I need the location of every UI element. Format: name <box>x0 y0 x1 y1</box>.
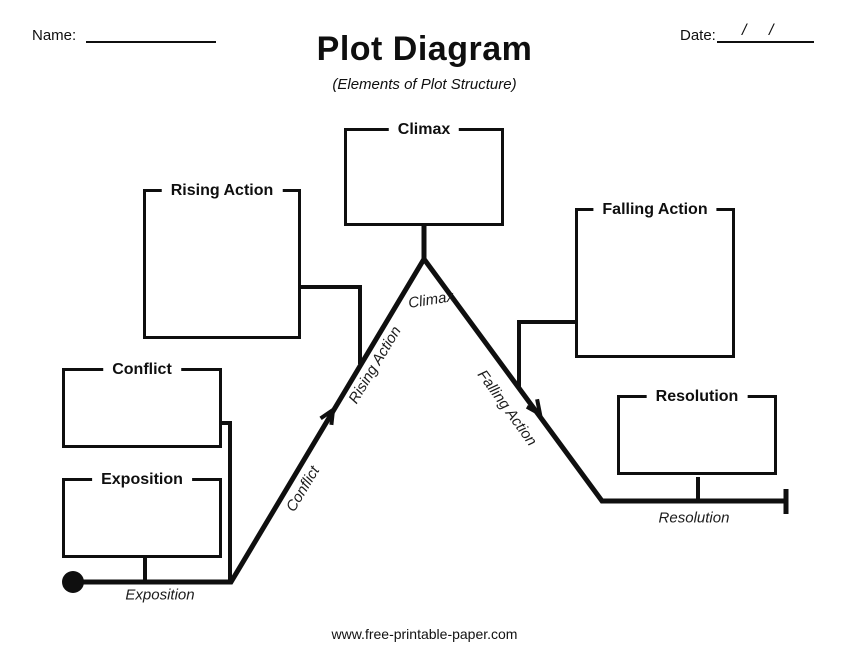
date-slash-1: / <box>742 22 747 39</box>
date-blank-line <box>717 26 814 43</box>
box-climax: Climax <box>344 120 504 226</box>
line-label-exposition: Exposition <box>125 586 195 604</box>
box-falling-action: Falling Action <box>575 200 735 358</box>
falling-arrow-icon <box>525 398 543 418</box>
box-resolution: Resolution <box>617 387 777 475</box>
box-exposition: Exposition <box>62 470 222 558</box>
box-exposition-label: Exposition <box>92 470 192 490</box>
line-label-resolution: Resolution <box>658 509 730 527</box>
rising-arrow-icon <box>319 405 336 426</box>
connector-falling-action <box>517 320 575 387</box>
box-rising-action-label: Rising Action <box>161 181 283 201</box>
box-falling-action-label: Falling Action <box>593 200 717 220</box>
box-rising-action: Rising Action <box>143 181 301 339</box>
connector-conflict <box>222 421 232 580</box>
name-blank-line <box>86 26 216 43</box>
plot-start-dot-icon <box>62 571 84 593</box>
page-title: Plot Diagram <box>316 30 533 68</box>
box-climax-label: Climax <box>388 120 460 140</box>
page-subtitle: (Elements of Plot Structure) <box>332 76 517 93</box>
box-conflict: Conflict <box>62 360 222 448</box>
date-slash-2: / <box>769 22 774 39</box>
name-label: Name: <box>32 27 77 44</box>
connector-rising-action <box>301 285 362 364</box>
footer-url: www.free-printable-paper.com <box>331 626 518 642</box>
date-label: Date: <box>680 27 716 44</box>
box-conflict-label: Conflict <box>103 360 181 380</box>
box-resolution-label: Resolution <box>646 387 748 407</box>
